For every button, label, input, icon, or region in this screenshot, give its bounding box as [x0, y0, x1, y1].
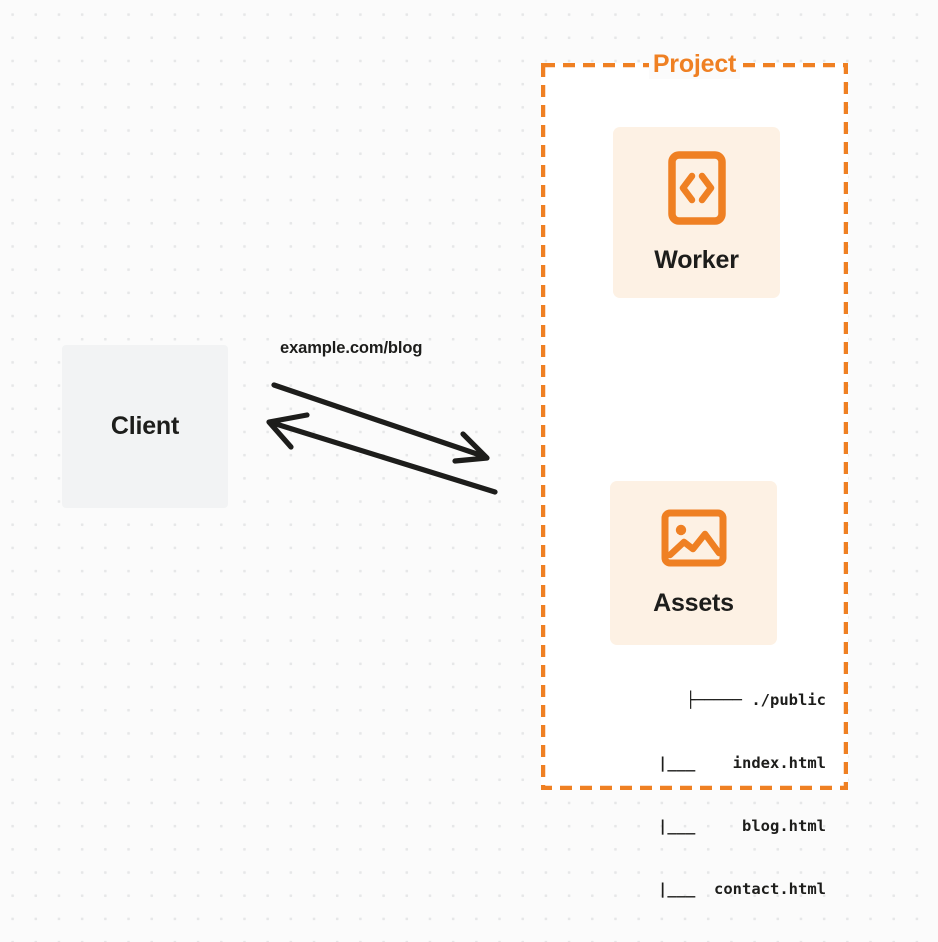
project-title-text: Project	[648, 50, 741, 79]
file-tree-line: |___ blog.html	[658, 817, 826, 835]
assets-file-tree: ├───── ./public |___ index.html |___ blo…	[581, 648, 826, 942]
project-container[interactable]: Project Worker Assets	[541, 50, 848, 898]
client-label: Client	[110, 412, 180, 440]
response-arrow	[266, 412, 498, 495]
request-arrow	[271, 382, 490, 464]
client-node[interactable]: Client	[62, 345, 228, 508]
file-tree-line: |___ index.html	[658, 754, 826, 772]
file-tree-line: |___ contact.html	[658, 880, 826, 898]
assets-label: Assets	[653, 589, 734, 617]
image-icon	[661, 508, 727, 573]
worker-card[interactable]: Worker	[613, 127, 780, 298]
project-title: Project	[541, 50, 848, 79]
file-tree-line: ├───── ./public	[686, 691, 826, 709]
code-file-icon	[667, 150, 726, 230]
request-url-label: example.com/blog	[280, 339, 423, 357]
diagram-canvas: Client Project Worker	[62, 50, 848, 898]
worker-label: Worker	[654, 245, 739, 274]
assets-card[interactable]: Assets	[610, 481, 777, 645]
